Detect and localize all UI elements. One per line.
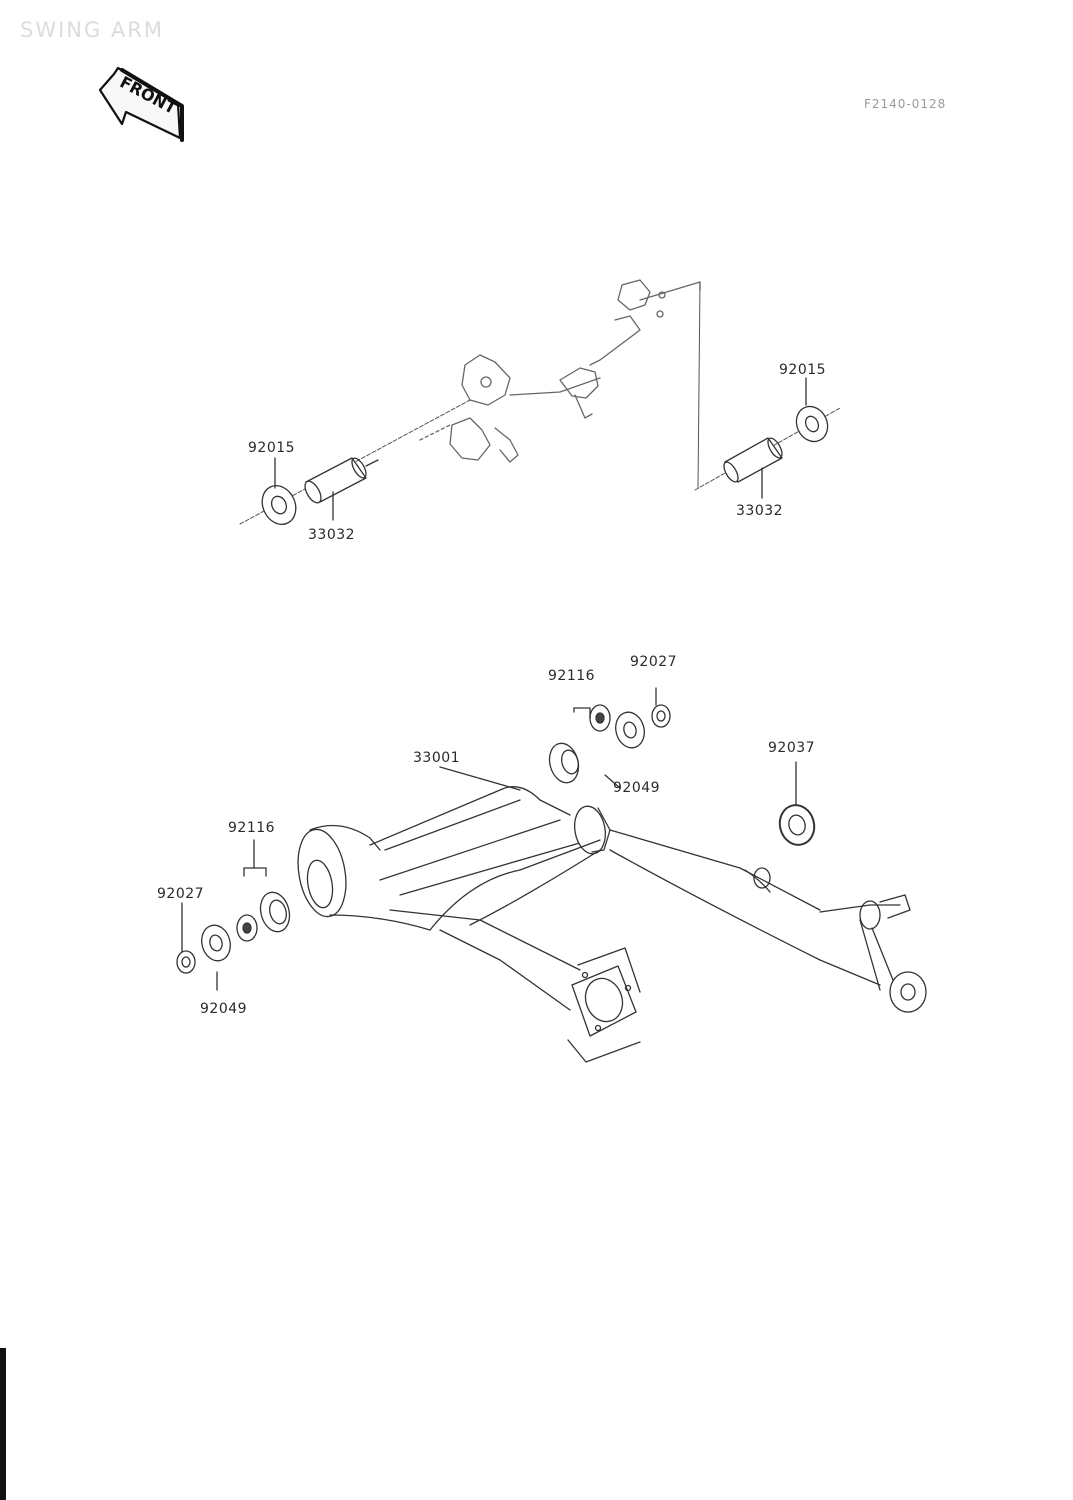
cap-92015-left (261, 485, 297, 525)
diagram-reference-code: F2140-0128 (864, 97, 947, 111)
page-title: SWING ARM (20, 18, 165, 42)
part-label-92027-top: 92027 (630, 654, 677, 670)
part-label-92049-left: 92049 (200, 1001, 247, 1017)
part-label-92027-left: 92027 (157, 886, 204, 902)
bearing-92116-top (548, 742, 580, 784)
part-label-92116-top: 92116 (548, 668, 595, 684)
part-label-33032-left: 33032 (308, 527, 355, 543)
bearing-92116-left (259, 891, 291, 933)
cap-92027-left (176, 950, 196, 974)
part-label-92037: 92037 (768, 740, 815, 756)
seal-92049-top (589, 704, 611, 732)
seal-92049-left-inner (236, 914, 258, 942)
scan-edge-bar (0, 1348, 6, 1500)
cap-92027-top (651, 704, 671, 728)
part-label-92015-left: 92015 (248, 440, 295, 456)
cap-92015-right (795, 405, 829, 443)
pivot-shaft-33032-right (723, 437, 783, 483)
part-label-92049-top: 92049 (613, 780, 660, 796)
part-label-92015-right: 92015 (779, 362, 826, 378)
part-label-33032-right: 33032 (736, 503, 783, 519)
washer-92027-top (615, 711, 645, 749)
washer-92049-left (201, 924, 231, 962)
pivot-shaft-33032-left (304, 457, 379, 504)
part-label-33001: 33001 (413, 750, 460, 766)
front-arrow-icon: FRONT (98, 66, 184, 142)
frame-pivot-bracket (419, 279, 701, 463)
swing-arm-33001 (297, 786, 927, 1063)
part-label-92116-left: 92116 (228, 820, 275, 836)
seal-92037 (778, 804, 816, 846)
